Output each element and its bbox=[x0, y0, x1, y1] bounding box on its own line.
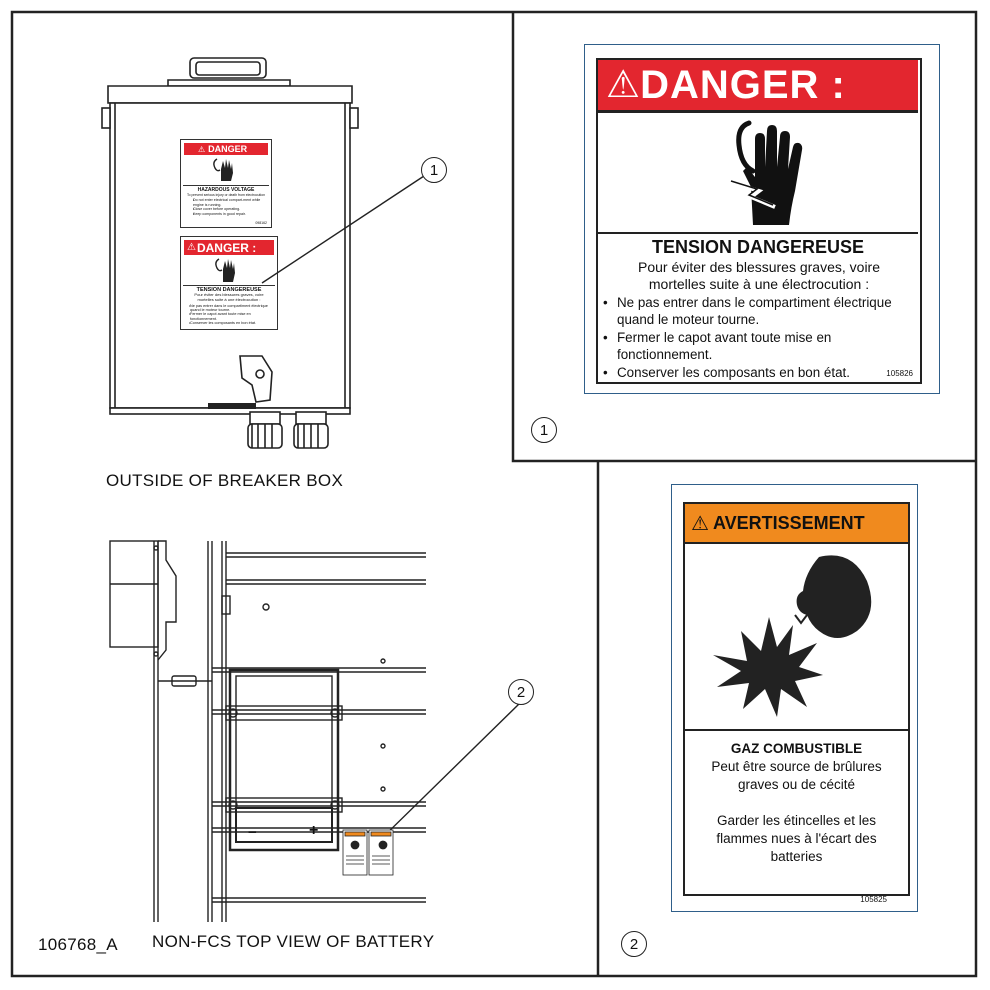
danger-bullets: Do not enter electrical compart-ment whi… bbox=[189, 198, 268, 216]
danger-body: Pour éviter des blessures graves, voire … bbox=[194, 292, 264, 302]
danger-header: ⚠ DANGER bbox=[184, 143, 268, 155]
label-code: 105826 bbox=[886, 369, 913, 378]
warning-title: GAZ COMBUSTIBLE bbox=[730, 741, 863, 756]
battery-negative-terminal: − bbox=[248, 824, 257, 841]
danger-subtitle: To prevent serious injury or death from … bbox=[186, 193, 266, 197]
callout-2: 2 bbox=[508, 679, 534, 705]
breaker-box-caption: OUTSIDE OF BREAKER BOX bbox=[106, 471, 344, 490]
figure-id: 106768_A bbox=[38, 935, 118, 954]
callout-2-panel: 2 bbox=[621, 931, 647, 957]
battery-top-view-drawing bbox=[109, 540, 426, 922]
battery-caption: NON-FCS TOP VIEW OF BATTERY bbox=[152, 932, 435, 951]
callout-1-panel: 1 bbox=[531, 417, 557, 443]
warning-body-2: Garder les étincelles et les flammes nue… bbox=[716, 813, 877, 864]
danger-bullets: Ne pas entrer dans le compartiment élect… bbox=[185, 304, 274, 326]
warning-triangle-icon: ⚠ bbox=[187, 242, 196, 253]
callout-1: 1 bbox=[421, 157, 447, 183]
battery-explosion-icon bbox=[713, 555, 872, 717]
danger-bullets: Ne pas entrer dans le compartiment élect… bbox=[599, 295, 917, 382]
danger-label-fr-small: ⚠ DANGER : TENSION DANGEREUSE Pour évite… bbox=[180, 236, 278, 330]
warning-triangle-icon: ⚠ bbox=[606, 64, 641, 106]
warning-label-fr: ⚠ AVERTISSEMENT GAZ COMBUSTIBLE Peut êtr… bbox=[671, 484, 918, 912]
danger-label-fr: ⚠ DANGER : TENSION DANGEREUSE Pour évite… bbox=[584, 44, 940, 394]
label-code: 105825 bbox=[860, 895, 887, 904]
battery-positive-terminal: + bbox=[309, 822, 319, 839]
danger-label-en-small: ⚠ DANGER HAZARDOUS VOLTAGE To prevent se… bbox=[180, 139, 272, 228]
danger-header: ⚠ DANGER : bbox=[184, 240, 274, 255]
danger-body: Pour éviter des blessures graves, voire … bbox=[638, 259, 880, 292]
list-item: Close cover before operating. bbox=[189, 207, 268, 212]
list-item: Do not enter electrical compart-ment whi… bbox=[189, 198, 268, 207]
warning-triangle-icon: ⚠ bbox=[691, 512, 709, 535]
danger-header: ⚠ DANGER : bbox=[598, 60, 918, 110]
danger-title: HAZARDOUS VOLTAGE bbox=[183, 185, 269, 193]
list-item: Ne pas entrer dans le compartiment élect… bbox=[185, 304, 274, 313]
list-item: Fermer le capot avant toute mise en fonc… bbox=[185, 312, 274, 321]
danger-title: TENSION DANGEREUSE bbox=[183, 285, 275, 293]
list-item: Keep components in good repair. bbox=[189, 212, 268, 217]
shock-hand-icon bbox=[215, 258, 235, 282]
shock-hand-icon bbox=[730, 120, 803, 225]
danger-title: TENSION DANGEREUSE bbox=[651, 237, 865, 257]
warning-header: ⚠ AVERTISSEMENT bbox=[685, 504, 908, 542]
list-item: Conserver les composants en bon état. bbox=[185, 321, 274, 326]
list-item: Conserver les composants en bon état. bbox=[599, 365, 917, 382]
warning-triangle-icon: ⚠ bbox=[198, 144, 206, 154]
list-item: Ne pas entrer dans le compartiment élect… bbox=[599, 295, 917, 328]
warning-body-1: Peut être source de brûlures graves ou d… bbox=[711, 759, 882, 792]
label-code: 098162 bbox=[255, 221, 267, 225]
list-item: Fermer le capot avant toute mise en fonc… bbox=[599, 330, 917, 363]
shock-hand-icon bbox=[213, 158, 233, 181]
